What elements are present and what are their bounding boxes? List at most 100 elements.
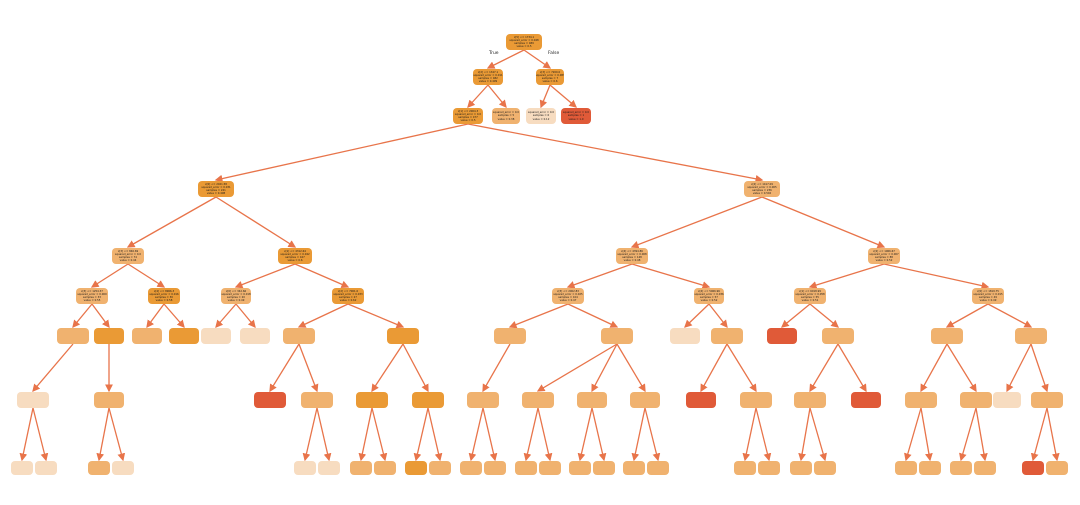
tree-node-e30 bbox=[851, 392, 881, 408]
tree-edge-n3-n8 bbox=[467, 123, 764, 183]
tree-node-e20 bbox=[301, 392, 333, 408]
tree-node-l16 bbox=[593, 461, 615, 475]
tree-node-e33 bbox=[993, 392, 1021, 408]
tree-node-l17 bbox=[623, 461, 645, 475]
tree-node-l20 bbox=[758, 461, 780, 475]
node-text-line: value = 0.5 bbox=[460, 119, 476, 123]
node-text-line: value = 1.0 bbox=[568, 117, 584, 121]
tree-edge-n13-e2 bbox=[91, 303, 110, 329]
tree-edge-e25-l15 bbox=[577, 407, 593, 462]
node-text-line: value = 0.12 bbox=[532, 117, 550, 121]
tree-edge-e34-l27 bbox=[1030, 407, 1048, 462]
node-text-line: squared_error = 0.0 bbox=[114, 252, 141, 256]
node-text-line: value = 0.49 bbox=[979, 299, 997, 303]
tree-edge-n8-n11 bbox=[630, 196, 763, 249]
tree-edge-n13-e1 bbox=[72, 303, 93, 329]
node-text-line: x[4] <= 5066.96 bbox=[698, 289, 720, 293]
tree-node-e31 bbox=[905, 392, 937, 408]
node-text-line: squared_error = 0.025 bbox=[553, 292, 583, 296]
tree-edge-e22-l9 bbox=[413, 407, 429, 462]
node-text-line: samples = 49 bbox=[979, 296, 997, 299]
tree-edge-e28-l20 bbox=[755, 407, 772, 462]
tree-edge-n14-e3 bbox=[146, 303, 165, 329]
tree-node-e1 bbox=[57, 328, 89, 344]
tree-node-l24 bbox=[919, 461, 941, 475]
tree-edge-e24-l13 bbox=[523, 407, 539, 462]
node-text-line: x[2] <= 7001.0 bbox=[337, 289, 359, 293]
node-text-line: squared_error = 0.042 bbox=[280, 252, 310, 256]
node-text-line: value = 0.44 bbox=[119, 259, 137, 263]
tree-node-e4 bbox=[169, 328, 199, 344]
tree-edge-e15-e31 bbox=[920, 343, 948, 393]
tree-edge-e18-l3 bbox=[96, 407, 110, 462]
tree-edge-n7-n9 bbox=[126, 196, 217, 248]
tree-edge-e14-e30 bbox=[837, 343, 867, 393]
node-text-line: value = 0.498 bbox=[206, 192, 226, 196]
tree-node-e32 bbox=[960, 392, 992, 408]
tree-edge-n12-n20 bbox=[883, 263, 990, 290]
node-text-line: x[3] <= 7200.0 bbox=[539, 70, 561, 74]
tree-edge-n10-n16 bbox=[294, 263, 350, 288]
tree-node-e11 bbox=[670, 328, 700, 344]
tree-node-l3 bbox=[88, 461, 110, 475]
node-text-line: samples = 33 bbox=[83, 296, 101, 299]
node-text-line: samples = 236 bbox=[752, 189, 772, 192]
tree-node-e22 bbox=[412, 392, 444, 408]
tree-node-e9 bbox=[494, 328, 526, 344]
node-text-line: samples = 104 bbox=[558, 296, 578, 299]
tree-edge-n9-n13 bbox=[90, 263, 129, 288]
tree-edge-n7-n10 bbox=[215, 196, 297, 248]
tree-node-l14 bbox=[539, 461, 561, 475]
tree-edge-n19-e14 bbox=[809, 303, 840, 328]
true-branch-label: True bbox=[489, 51, 499, 56]
tree-node-e18 bbox=[94, 392, 124, 408]
tree-edge-n11-n18 bbox=[631, 263, 711, 289]
node-text-line: value = 0.38 bbox=[497, 117, 515, 121]
node-text-line: samples = 20 bbox=[227, 296, 245, 299]
tree-node-l22 bbox=[814, 461, 836, 475]
tree-node-l27 bbox=[1022, 461, 1044, 475]
tree-node-e23 bbox=[467, 392, 499, 408]
tree-node-e7 bbox=[283, 328, 315, 344]
node-text-line: samples = 27 bbox=[339, 296, 357, 299]
tree-node-l28 bbox=[1046, 461, 1068, 475]
tree-edge-e25-l16 bbox=[591, 407, 607, 462]
tree-edge-n16-e7 bbox=[297, 303, 349, 328]
node-text-line: x[1] <= 6018.99 bbox=[799, 289, 821, 293]
tree-edge-n0-n2 bbox=[523, 49, 552, 69]
tree-edge-e34-l28 bbox=[1046, 407, 1060, 462]
tree-node-e26 bbox=[630, 392, 660, 408]
tree-edge-n18-e11 bbox=[684, 303, 710, 328]
node-text-line: value = 0.502 bbox=[752, 192, 772, 196]
tree-edge-n12-n19 bbox=[808, 263, 885, 289]
tree-edge-e23-l12 bbox=[482, 407, 498, 462]
tree-edge-n15-e6 bbox=[235, 303, 256, 329]
node-text-line: squared_error = 0.0 bbox=[492, 111, 519, 115]
node-text-line: squared_error = 0.048 bbox=[509, 38, 539, 42]
node-text-line: squared_error = 0.033 bbox=[333, 292, 363, 296]
tree-node-e34 bbox=[1031, 392, 1063, 408]
tree-edge-n1-n4 bbox=[487, 84, 507, 109]
tree-edge-e10-e26 bbox=[616, 343, 646, 393]
node-text-line: samples = 241 bbox=[206, 189, 226, 192]
tree-node-l4 bbox=[112, 461, 134, 475]
tree-edge-n3-n7 bbox=[214, 123, 469, 183]
tree-node-l9 bbox=[405, 461, 427, 475]
tree-edge-e22-l10 bbox=[427, 407, 443, 462]
node-text-line: value = 0.55 bbox=[83, 299, 101, 303]
tree-node-e27 bbox=[686, 392, 716, 408]
tree-edge-e26-l18 bbox=[644, 407, 661, 462]
tree-node-l5 bbox=[294, 461, 316, 475]
tree-edges bbox=[19, 49, 1060, 462]
